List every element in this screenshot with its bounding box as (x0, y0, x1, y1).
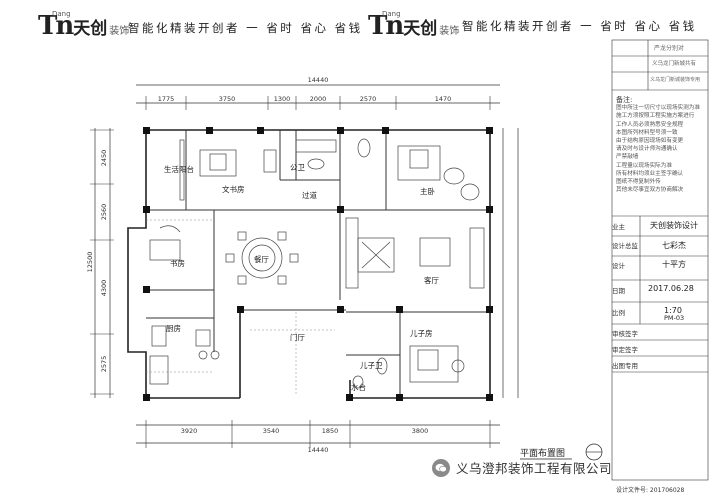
tb-note: 所有材料均须业主签字确认 (616, 170, 684, 177)
room-master: 主卧 (420, 186, 435, 196)
tb-label-scale: 比例 (612, 309, 625, 317)
room-study: 文书房 (222, 184, 245, 194)
tb-note: 由于结构原因现场如有变更 (616, 138, 684, 145)
dim-top-2: 3750 (219, 95, 236, 103)
room-kitchen: 厨房 (166, 323, 181, 333)
tb-value-owner: 天创装饰设计 (650, 221, 698, 230)
tb-note: 严禁敲墙 (616, 154, 639, 161)
dim-left-2: 2560 (100, 204, 108, 221)
logo-mark: Tn (38, 11, 74, 41)
plan-caption: 平面布置图 (520, 447, 565, 459)
tb-note: 请及时与设计师沟通确认 (616, 146, 678, 153)
tb-footer: 设计文件号: 201706028 (616, 487, 685, 494)
room-library: 书房 (170, 258, 185, 268)
tb-label-approve: 审定签字 (612, 346, 638, 354)
dim-left-total: 12500 (86, 252, 94, 273)
room-living: 客厅 (424, 275, 439, 285)
logo-suffix: 装饰 (109, 26, 130, 37)
tb-note: 施工方须按照工程实施方案进行 (616, 113, 695, 120)
tb-note: 工程量以现场实际为准 (616, 162, 672, 169)
tb-label-review: 审核签字 (612, 330, 638, 338)
tb-value-designer: 十平方 (662, 260, 686, 269)
tb-note: 图中所注一切尺寸以现场实测为准 (616, 105, 700, 112)
room-son: 儿子房 (410, 328, 433, 338)
logo-suffix: 装饰 (439, 26, 460, 37)
dim-top-3: 1300 (274, 95, 291, 103)
watermark-text: 义乌澄邦装饰工程有限公司 (456, 461, 613, 476)
tb-note: 其他未尽事宜双方协商解决 (616, 187, 684, 194)
tb-head-3: 义乌龙门新城装饰专用 (650, 77, 701, 83)
tb-label-issue: 出图专用 (612, 362, 638, 370)
dim-left-1: 2450 (100, 150, 108, 167)
room-water: 水台 (351, 382, 366, 392)
tb-value-drawing-no: PM-03 (664, 314, 685, 322)
logo-mark: Tn (368, 11, 404, 41)
dim-bottom-1: 3920 (181, 427, 198, 435)
dim-top-6: 1470 (435, 95, 452, 103)
dim-top-1: 1775 (158, 95, 175, 103)
tb-notes: 备注: 图中所注一切尺寸以现场实测为准 施工方须按照工程实施方案进行 工作人员必… (616, 96, 702, 194)
dim-bottom-total: 14440 (308, 446, 329, 454)
brand-logo-right: Tn Dang 天创 装饰 (368, 10, 460, 41)
dim-left-4: 2575 (100, 356, 108, 373)
room-dining: 餐厅 (254, 255, 269, 264)
room-son-bath: 儿子卫 (360, 361, 383, 370)
tb-value-director: 七彩杰 (662, 241, 686, 250)
tb-label-owner: 业主 (612, 223, 625, 231)
dim-top-4: 2000 (310, 95, 327, 103)
dim-bottom-2: 3540 (263, 427, 280, 435)
brand-logo-left: Tn Dang 天创 装饰 (38, 10, 130, 41)
watermark: 义乌澄邦装饰工程有限公司 (432, 458, 612, 477)
tb-value-scale: 1:70 (664, 306, 682, 315)
room-corridor: 过道 (302, 190, 317, 200)
logo-pinyin: Dang (382, 10, 401, 18)
tb-note: 工作人员必须熟悉安全规程 (616, 121, 684, 128)
logo-name: 天创 (73, 19, 108, 39)
room-hall: 门厅 (290, 333, 305, 342)
room-balcony: 生活阳台 (164, 164, 194, 174)
tb-head-2: 义乌龙门新城共有 (652, 61, 697, 67)
tb-head-1: 严龙分别对 (654, 45, 685, 52)
room-bath: 公卫 (290, 163, 305, 172)
tb-label-designer: 设计 (612, 262, 625, 270)
dim-bottom-4: 3800 (412, 427, 429, 435)
tb-label-director: 设计总监 (612, 242, 638, 250)
slogan-left: 智能化精装开创者 一 省时 省心 省钱 (128, 21, 363, 35)
tb-label-date: 日期 (612, 287, 625, 295)
dim-bottom-3: 1850 (322, 427, 339, 435)
tb-notes-title: 备注: (616, 96, 633, 104)
logo-pinyin: Dang (52, 10, 71, 18)
slogan-right: 智能化精装开创者 一 省时 省心 省钱 (462, 19, 697, 33)
logo-name: 天创 (403, 19, 438, 39)
dim-top-5: 2570 (360, 95, 377, 103)
tb-note: 图纸不得复制外传 (616, 179, 661, 186)
dim-top-total: 14440 (308, 76, 329, 84)
dim-left-3: 4300 (100, 280, 108, 297)
tb-value-date: 2017.06.28 (648, 284, 694, 293)
tb-note: 本图所列材料型号须一致 (616, 129, 678, 136)
wechat-icon (432, 458, 450, 477)
